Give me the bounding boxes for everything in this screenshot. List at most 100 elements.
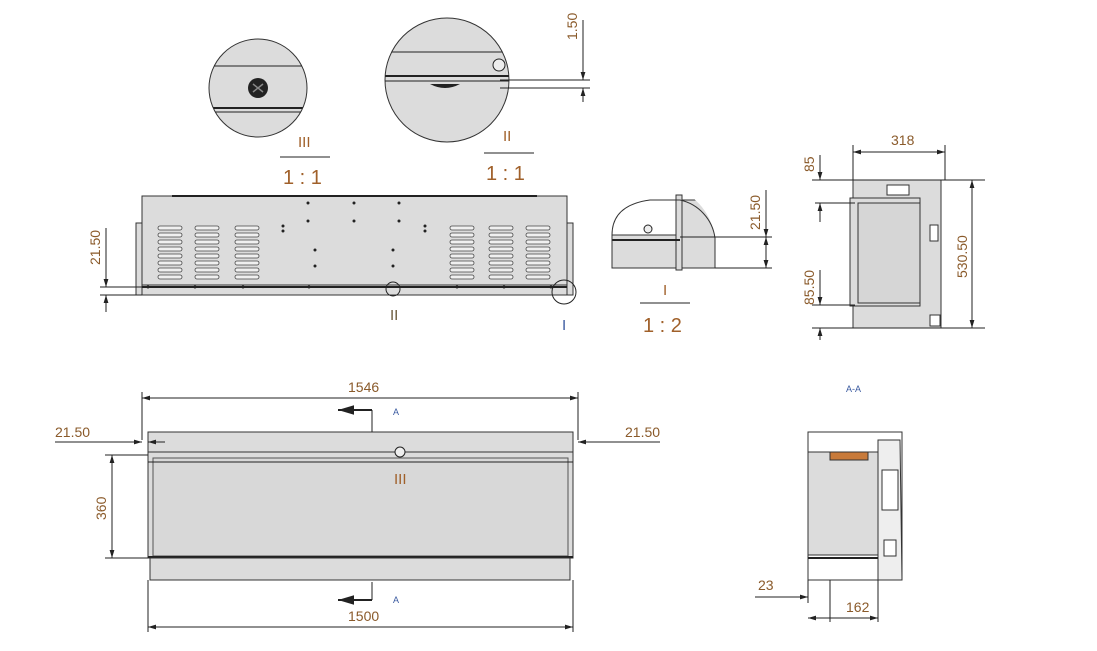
callout-circle-I bbox=[551, 279, 577, 305]
vent-slot bbox=[194, 260, 220, 266]
screw-icon bbox=[643, 224, 653, 234]
vent-slot bbox=[488, 232, 514, 238]
vent-slot bbox=[234, 232, 260, 238]
callout-label-I: I bbox=[562, 317, 566, 334]
vent-slot bbox=[194, 253, 220, 259]
dimension-23: 23 bbox=[758, 577, 774, 593]
mounting-hole bbox=[352, 201, 356, 205]
dimension-162: 162 bbox=[846, 599, 870, 615]
vent-slot bbox=[488, 246, 514, 252]
dimension-21-50-left: 21.50 bbox=[87, 230, 103, 265]
detail-view-II: 1.50 II 1 : 1 bbox=[384, 13, 590, 185]
vent-slot bbox=[157, 260, 183, 266]
front-view: 1546 III A A 21.50 21.50 360 1500 bbox=[55, 379, 660, 632]
detail-label-II: II bbox=[503, 128, 511, 145]
vent-slot bbox=[525, 239, 551, 245]
vent-slot bbox=[525, 253, 551, 259]
vent-slot bbox=[488, 260, 514, 266]
dimension-21-50-front-left: 21.50 bbox=[55, 424, 90, 440]
vent-slot bbox=[234, 225, 260, 231]
mounting-hole bbox=[397, 201, 401, 205]
mounting-hole bbox=[313, 264, 317, 268]
vent-slot bbox=[525, 232, 551, 238]
vent-slot bbox=[234, 267, 260, 273]
mounting-hole bbox=[193, 285, 197, 289]
vent-slot bbox=[157, 267, 183, 273]
mounting-hole bbox=[423, 224, 427, 228]
vent-slot bbox=[488, 274, 514, 280]
section-mark-bottom: A bbox=[393, 595, 399, 605]
side-view: 318 85 530.50 85.50 bbox=[801, 132, 985, 340]
vent-slot bbox=[234, 274, 260, 280]
vent-slot bbox=[488, 253, 514, 259]
vent-slot bbox=[194, 225, 220, 231]
vent-slot bbox=[157, 246, 183, 252]
mounting-hole bbox=[146, 285, 150, 289]
vent-slot bbox=[157, 253, 183, 259]
vent-slot bbox=[194, 239, 220, 245]
vent-slot bbox=[157, 225, 183, 231]
vent-slot bbox=[449, 260, 475, 266]
dimension-1546: 1546 bbox=[348, 379, 379, 395]
detail-view-I: 21.50 I 1 : 2 bbox=[611, 190, 772, 337]
vent-slot bbox=[488, 225, 514, 231]
vent-slot bbox=[157, 239, 183, 245]
vent-slot bbox=[449, 239, 475, 245]
mounting-hole bbox=[391, 248, 395, 252]
vent-slot bbox=[525, 267, 551, 273]
callout-circle-II bbox=[385, 281, 401, 297]
vent-slot bbox=[449, 246, 475, 252]
vent-slot bbox=[488, 239, 514, 245]
vent-slot bbox=[449, 225, 475, 231]
dimension-85: 85 bbox=[801, 156, 817, 172]
mounting-hole bbox=[502, 285, 506, 289]
screw-icon bbox=[492, 58, 506, 72]
mounting-hole bbox=[397, 219, 401, 223]
dimension-21-50-detail: 21.50 bbox=[747, 195, 763, 230]
mounting-hole bbox=[352, 219, 356, 223]
mounting-hole bbox=[423, 229, 427, 233]
section-mark-top: A bbox=[393, 407, 399, 417]
top-view: II I 21.50 bbox=[87, 195, 577, 334]
dimension-1-50: 1.50 bbox=[564, 13, 580, 40]
callout-label-II: II bbox=[390, 307, 398, 324]
mounting-hole bbox=[391, 264, 395, 268]
dimension-1500: 1500 bbox=[348, 608, 379, 624]
dimension-360: 360 bbox=[93, 496, 109, 520]
vent-slot bbox=[234, 239, 260, 245]
detail-label-I: I bbox=[663, 282, 667, 299]
vent-slot bbox=[194, 267, 220, 273]
vent-slot bbox=[234, 253, 260, 259]
detail-scale-I: 1 : 2 bbox=[643, 315, 682, 337]
section-view-A-A: A-A 23 162 bbox=[755, 384, 903, 622]
detail-scale-III: 1 : 1 bbox=[283, 167, 322, 189]
vent-slot bbox=[234, 260, 260, 266]
vent-slot bbox=[157, 274, 183, 280]
detail-view-III: III 1 : 1 bbox=[208, 38, 330, 189]
vent-slot bbox=[449, 267, 475, 273]
callout-label-III: III bbox=[394, 471, 407, 488]
vent-slot bbox=[525, 260, 551, 266]
dimension-21-50-front-right: 21.50 bbox=[625, 424, 660, 440]
dimension-85-50: 85.50 bbox=[801, 270, 817, 305]
mounting-hole bbox=[455, 285, 459, 289]
mounting-hole bbox=[313, 248, 317, 252]
vent-slot bbox=[449, 253, 475, 259]
dimension-530-50: 530.50 bbox=[954, 235, 970, 278]
detail-scale-II: 1 : 1 bbox=[486, 163, 525, 185]
vent-slot bbox=[525, 274, 551, 280]
vent-slot bbox=[449, 274, 475, 280]
detail-label-III: III bbox=[298, 134, 311, 151]
vent-slot bbox=[525, 246, 551, 252]
mounting-hole bbox=[307, 285, 311, 289]
vent-slot bbox=[234, 246, 260, 252]
vent-slot bbox=[157, 232, 183, 238]
vent-slot bbox=[449, 232, 475, 238]
vent-slot bbox=[194, 246, 220, 252]
mounting-hole bbox=[306, 219, 310, 223]
mounting-hole bbox=[306, 201, 310, 205]
mounting-hole bbox=[281, 229, 285, 233]
section-title: A-A bbox=[846, 384, 861, 394]
mounting-hole bbox=[241, 285, 245, 289]
